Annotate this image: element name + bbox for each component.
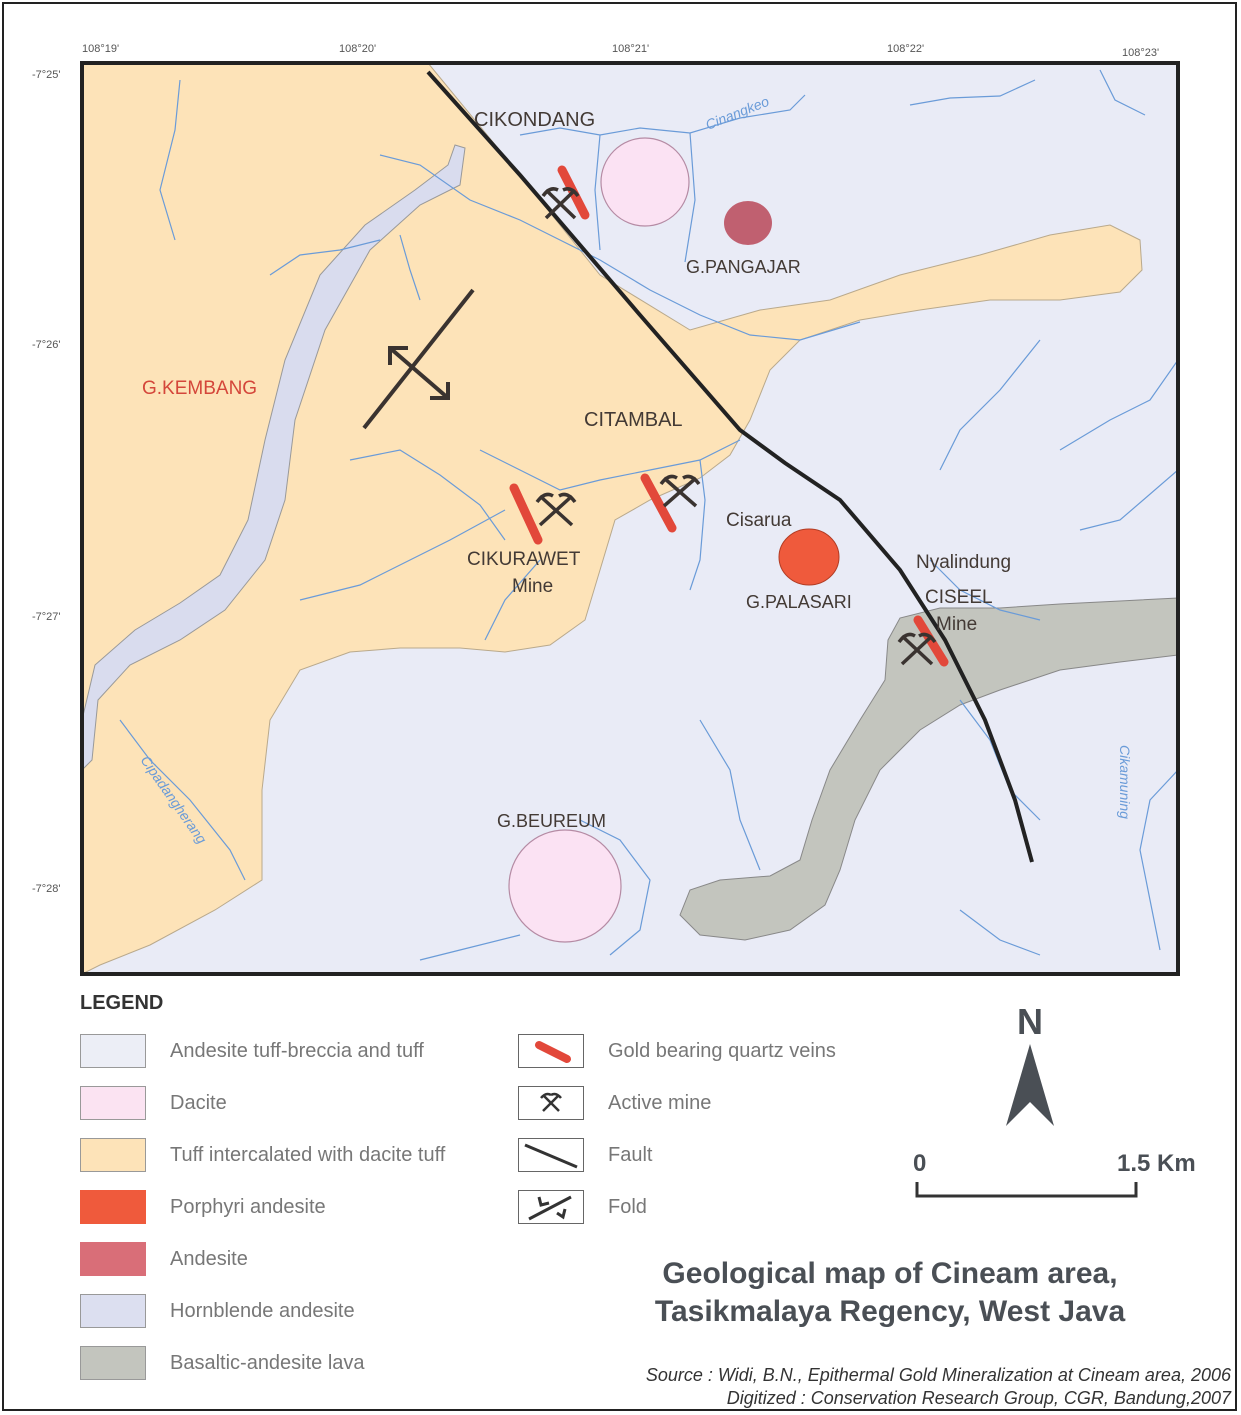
lon-tick: 108°22' — [887, 43, 924, 55]
lon-tick: 108°23' — [1122, 47, 1159, 59]
basaltic-andesite-lava — [679, 597, 1178, 941]
legend-swatch — [80, 1034, 146, 1068]
label-g-palasari: G.PALASARI — [746, 592, 852, 612]
ciseel-mine — [897, 615, 949, 667]
legend-swatch — [80, 1294, 146, 1328]
mine-icon — [897, 632, 937, 666]
north-arrow-icon: N — [1006, 1001, 1054, 1126]
legend-label: Basaltic-andesite lava — [170, 1351, 365, 1374]
legend-item-active-mine: Active mine — [518, 1086, 711, 1120]
lat-tick: -7°26' — [32, 339, 61, 351]
label-g-beureum: G.BEUREUM — [497, 811, 606, 831]
andesite-body — [724, 201, 772, 245]
lat-tick: -7°27' — [32, 611, 61, 623]
lon-tick: 108°19' — [82, 43, 119, 55]
vein-icon — [509, 483, 543, 545]
legend-item-basaltic-andesite-lava: Basaltic-andesite lava — [80, 1346, 365, 1380]
mine-icon — [659, 474, 701, 508]
legend-item-gold-veins: Gold bearing quartz veins — [518, 1034, 836, 1068]
label-river-cikamuning: Cikamuning — [1117, 745, 1133, 819]
legend-label: Andesite tuff-breccia and tuff — [170, 1039, 424, 1062]
dacite-body — [508, 829, 622, 943]
cikondang-mine — [541, 165, 590, 220]
river-network — [119, 69, 1178, 961]
legend-label: Andesite — [170, 1247, 248, 1270]
mine-icon — [535, 492, 577, 527]
legend-item-andesite: Andesite — [80, 1242, 248, 1276]
vein-icon — [518, 1034, 584, 1068]
label-citambal: CITAMBAL — [584, 409, 683, 431]
source-line2: Digitized : Conservation Research Group,… — [726, 1388, 1231, 1408]
lat-tick: -7°28' — [32, 883, 61, 895]
fault-line — [426, 70, 1034, 863]
label-cikurawet: CIKURAWET — [467, 549, 581, 570]
map-title-line1: Geological map of Cineam area, — [662, 1257, 1118, 1290]
north-label: N — [1017, 1001, 1043, 1042]
legend-item-fold: Fold — [518, 1190, 647, 1224]
lon-tick: 108°21' — [612, 43, 649, 55]
lon-tick: 108°20' — [339, 43, 376, 55]
cikurawet-mine — [509, 483, 577, 545]
porphyri-andesite-body — [778, 528, 840, 586]
map-border — [80, 61, 1180, 976]
legend-title: LEGEND — [80, 992, 164, 1014]
legend-item-tuff: Tuff intercalated with dacite tuff — [80, 1138, 445, 1172]
legend-label: Porphyri andesite — [170, 1195, 326, 1218]
fold-symbol — [362, 288, 475, 430]
legend-label: Dacite — [170, 1091, 227, 1114]
legend-swatch — [80, 1086, 146, 1120]
legend-label: Hornblende andesite — [170, 1299, 355, 1322]
source-note: Source : Widi, B.N., Epithermal Gold Min… — [646, 1364, 1231, 1410]
mine-icon — [518, 1086, 584, 1120]
label-g-pangajar: G.PANGAJAR — [686, 257, 801, 277]
geologic-map: 108°19' 108°20' 108°21' 108°22' 108°23' … — [32, 43, 1180, 976]
label-cikurawet-mine: Mine — [512, 576, 553, 597]
legend-swatch — [80, 1190, 146, 1224]
fault-icon — [518, 1138, 584, 1172]
label-cikondang: CIKONDANG — [474, 109, 595, 131]
lat-tick: -7°25' — [32, 69, 61, 81]
label-nyalindung: Nyalindung — [916, 552, 1011, 573]
legend-item-porphyri-andesite: Porphyri andesite — [80, 1190, 326, 1224]
legend-item-fault: Fault — [518, 1138, 652, 1172]
legend-label: Active mine — [608, 1091, 712, 1114]
legend-item-dacite: Dacite — [80, 1086, 227, 1120]
legend-label: Gold bearing quartz veins — [608, 1039, 836, 1062]
legend-item-hornblende-andesite: Hornblende andesite — [80, 1294, 355, 1328]
label-ciseel-mine: Mine — [936, 614, 977, 635]
legend-swatch — [80, 1138, 146, 1172]
legend-label: Tuff intercalated with dacite tuff — [170, 1143, 446, 1166]
label-g-kembang: G.KEMBANG — [142, 378, 257, 399]
source-line1: Source : Widi, B.N., Epithermal Gold Min… — [645, 1365, 1231, 1385]
vein-icon — [640, 473, 677, 533]
dacite-body — [600, 137, 690, 227]
scale-bar: 0 1.5 Km — [913, 1150, 1196, 1198]
legend-item-andesite-tuff-breccia: Andesite tuff-breccia and tuff — [80, 1034, 424, 1068]
mine-icon — [541, 187, 580, 220]
legend-label: Fault — [608, 1143, 653, 1166]
scale-start: 0 — [913, 1150, 926, 1177]
map-title-line2: Tasikmalaya Regency, West Java — [654, 1295, 1126, 1328]
legend-label: Fold — [608, 1195, 647, 1218]
fold-icon — [518, 1190, 584, 1224]
label-cisarua: Cisarua — [726, 510, 792, 531]
legend-swatch — [80, 1242, 146, 1276]
hornblende-andesite-band — [82, 144, 466, 771]
vein-icon — [913, 615, 949, 667]
map-title: Geological map of Cineam area, Tasikmala… — [570, 1255, 1210, 1331]
scale-end: 1.5 Km — [1117, 1150, 1196, 1177]
legend-swatch — [80, 1346, 146, 1380]
label-ciseel: CISEEL — [925, 587, 993, 608]
citambal-mine — [640, 473, 701, 533]
